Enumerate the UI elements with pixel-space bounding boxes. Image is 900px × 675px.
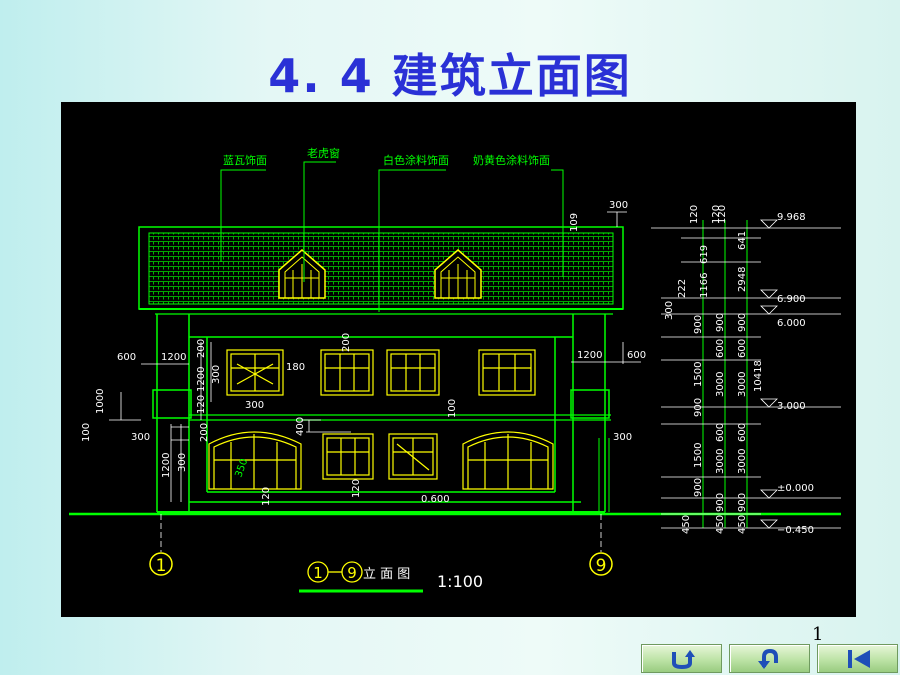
right-dimension-lines xyxy=(571,211,641,364)
dim-300-a: 300 xyxy=(211,365,222,384)
dim-600-right: 600 xyxy=(627,350,646,361)
label-blue-tile: 蓝瓦饰面 xyxy=(223,153,267,167)
elevation-1: 6.900 xyxy=(777,294,806,305)
return-button[interactable] xyxy=(641,644,722,673)
dim-109: 109 xyxy=(569,213,580,232)
chain2-4: 600 xyxy=(715,339,726,358)
right-wing xyxy=(598,438,610,512)
dim-200-a: 200 xyxy=(196,339,207,358)
lower-windows xyxy=(208,431,554,490)
dim-0600: 0.600 xyxy=(421,494,450,505)
view-title-axis-from: 1 xyxy=(313,564,323,582)
page-number: 1 xyxy=(812,624,824,645)
dim-1200-v: 1200 xyxy=(196,367,207,392)
chain2-2: 1166 xyxy=(699,273,710,298)
dim-100-mid: 100 xyxy=(447,399,458,418)
total-height: 10418 xyxy=(753,360,764,392)
chain1-7: 900 xyxy=(693,478,704,497)
axis-marker-left: 1 xyxy=(149,514,173,576)
left-dimension-lines xyxy=(109,342,351,502)
chain3-0: 120 xyxy=(717,205,728,224)
return-icon xyxy=(672,650,695,670)
dim-600-left: 600 xyxy=(117,352,136,363)
dim-300-top: 300 xyxy=(245,400,264,411)
chain2-0: 120 xyxy=(711,205,722,224)
chain1-8: 450 xyxy=(681,515,692,534)
upper-windows xyxy=(226,349,536,396)
roof xyxy=(138,226,624,315)
slide-title: 4. 4 建筑立面图 xyxy=(268,49,632,103)
dim-300-roof: 300 xyxy=(609,200,628,211)
chain3-6: 600 xyxy=(737,423,748,442)
chain3-1: 641 xyxy=(737,231,748,250)
first-page-button[interactable] xyxy=(817,644,898,673)
dim-100-left: 100 xyxy=(81,423,92,442)
chain3-8: 900 xyxy=(737,493,748,512)
chain2-7: 3000 xyxy=(715,449,726,474)
axis-marker-right: 9 xyxy=(589,514,613,576)
dim-1200-right: 1200 xyxy=(577,350,602,361)
chain2-6: 600 xyxy=(715,423,726,442)
chain1-1: 222 xyxy=(677,279,688,298)
view-title-block: 1 9 立 面 图 1:100 xyxy=(299,561,483,593)
elevation-svg: 蓝瓦饰面 老虎窗 白色涂料饰面 奶黄色涂料饰面 xyxy=(69,146,841,593)
chain2-5: 3000 xyxy=(715,372,726,397)
chain2-3: 900 xyxy=(715,313,726,332)
dim-120-b: 120 xyxy=(261,487,272,506)
label-cream-paint: 奶黄色涂料饰面 xyxy=(473,153,550,167)
elevation-5: −0.450 xyxy=(777,525,814,536)
chain3-4: 600 xyxy=(737,339,748,358)
label-dormer: 老虎窗 xyxy=(307,146,340,160)
elevation-2: 6.000 xyxy=(777,318,806,329)
chain3-5: 3000 xyxy=(737,372,748,397)
dim-1000: 1000 xyxy=(95,389,106,414)
elevation-drawing: 蓝瓦饰面 老虎窗 白色涂料饰面 奶黄色涂料饰面 xyxy=(61,102,856,617)
chain1-0: 120 xyxy=(689,205,700,224)
elevation-3: 3.000 xyxy=(777,401,806,412)
axis-right-number: 9 xyxy=(596,556,607,576)
chain2-1: 619 xyxy=(699,245,710,264)
elevation-markers xyxy=(760,219,778,529)
elevation-4: ±0.000 xyxy=(777,483,814,494)
first-page-icon xyxy=(848,650,870,668)
material-leaders xyxy=(220,161,564,312)
chain1-4: 1500 xyxy=(693,362,704,387)
chain3-2: 2948 xyxy=(737,267,748,292)
chain1-3: 900 xyxy=(693,315,704,334)
chain1-2: 300 xyxy=(664,301,675,320)
chain2-9: 450 xyxy=(715,515,726,534)
axis-left-number: 1 xyxy=(156,556,167,576)
chain3-3: 900 xyxy=(737,313,748,332)
dim-300-right: 300 xyxy=(613,432,632,443)
label-white-paint: 白色涂料饰面 xyxy=(383,153,449,167)
dim-120-c: 120 xyxy=(351,479,362,498)
chain3-7: 3000 xyxy=(737,449,748,474)
dim-200-b: 200 xyxy=(341,333,352,352)
dormer-window-left xyxy=(278,249,326,299)
view-title: 立 面 图 xyxy=(363,567,410,582)
view-title-axis-to: 9 xyxy=(347,564,357,582)
dim-300-left: 300 xyxy=(131,432,150,443)
building-structure xyxy=(152,314,611,513)
scale: 1:100 xyxy=(437,572,483,591)
dim-1200-v2: 1200 xyxy=(161,453,172,478)
dim-1200-left: 1200 xyxy=(161,352,186,363)
chain2-8: 900 xyxy=(715,493,726,512)
dormer-window-right xyxy=(434,249,482,299)
chain1-6: 1500 xyxy=(693,443,704,468)
chain1-5: 900 xyxy=(693,398,704,417)
dim-400: 400 xyxy=(295,417,306,436)
chain3-9: 450 xyxy=(737,515,748,534)
dim-120-a: 120 xyxy=(196,395,207,414)
dimension-extension-lines xyxy=(651,227,841,529)
elevation-0: 9.968 xyxy=(777,212,806,223)
back-icon xyxy=(758,648,778,669)
dim-200-c: 200 xyxy=(199,423,210,442)
dim-180: 180 xyxy=(286,362,305,373)
dim-300-b: 300 xyxy=(177,453,188,472)
back-button[interactable] xyxy=(729,644,810,673)
